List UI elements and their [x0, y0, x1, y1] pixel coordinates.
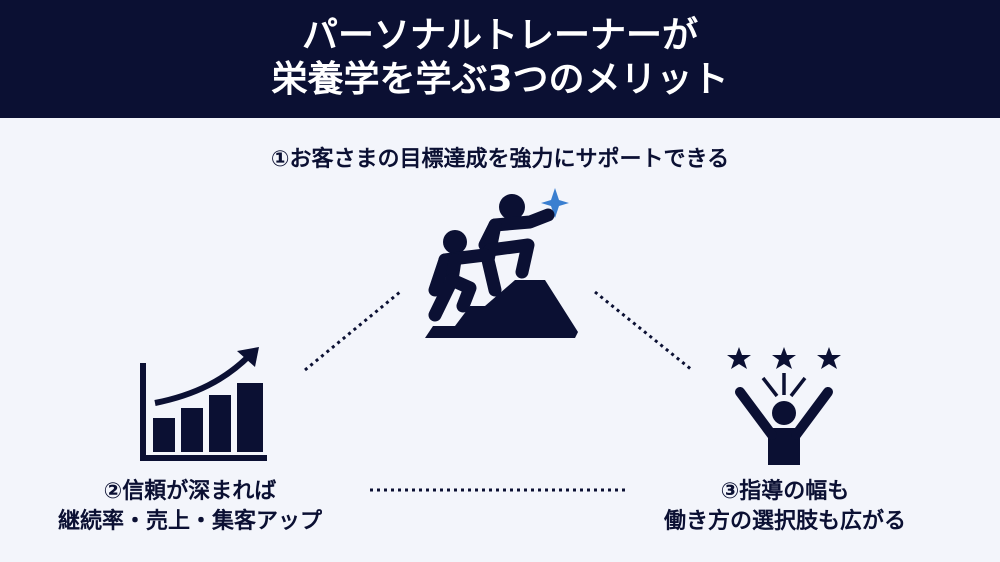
title-line-1: パーソナルトレーナーが: [301, 15, 698, 56]
benefit-3-label: ③指導の幅も 働き方の選択肢も広がる: [635, 477, 935, 537]
cheering-person-icon: [727, 347, 841, 465]
title-line-2: 栄養学を学ぶ3つのメリット: [271, 59, 729, 100]
benefit-2-line-1: ②信頼が深まれば: [103, 479, 277, 504]
benefit-1-label: ①お客さまの目標達成を強力にサポートできる: [270, 147, 730, 172]
connector-left: [304, 290, 401, 372]
benefit-2-label: ②信頼が深まれば 継続率・売上・集客アップ: [40, 477, 340, 537]
benefit-2-line-2: 継続率・売上・集客アップ: [57, 509, 322, 534]
climbing-people-icon: [425, 188, 578, 338]
benefit-3-line-1: ③指導の幅も: [720, 479, 850, 504]
growth-chart-icon: [140, 347, 267, 461]
benefit-3-line-2: 働き方の選択肢も広がる: [663, 509, 906, 534]
connector-right: [594, 290, 693, 372]
header-banner: パーソナルトレーナーが 栄養学を学ぶ3つのメリット: [0, 0, 1000, 118]
